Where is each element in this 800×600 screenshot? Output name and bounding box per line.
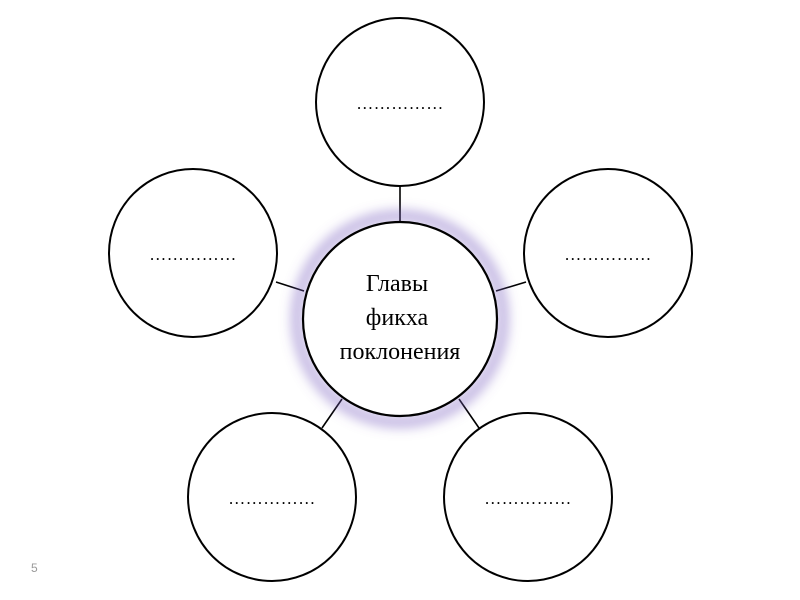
satellite-placeholder: …………… [564,245,652,264]
center-title: Главы фикха поклонения [340,271,461,365]
satellite-bottom-left: …………… [187,412,357,582]
center-title-line-2: фикха [366,305,429,331]
satellite-circle [443,412,613,582]
center-title-line-3: поклонения [340,339,461,365]
satellite-placeholder: …………… [356,94,444,113]
satellite-placeholder: …………… [228,489,316,508]
center-glow [292,211,508,427]
satellite-circle [523,168,693,338]
satellite-circle [187,412,357,582]
satellite-placeholder: …………… [484,489,572,508]
center-title-line-1: Главы [366,271,428,297]
satellite-circle [315,17,485,187]
satellite-placeholder: …………… [149,245,237,264]
satellite-circle [108,168,278,338]
satellite-bottom-right: …………… [443,412,613,582]
satellite-right: …………… [523,168,693,338]
satellite-top: …………… [315,17,485,187]
satellite-left: …………… [108,168,278,338]
page-number: 5 [31,561,38,575]
center-circle [301,220,499,418]
